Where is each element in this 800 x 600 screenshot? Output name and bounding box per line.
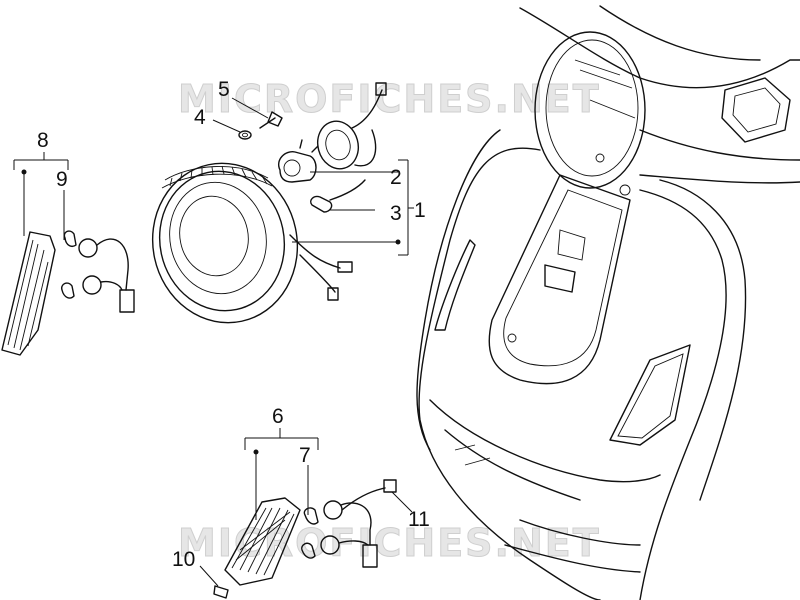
callout-1: 1 [414,199,426,222]
horn-disc [317,82,387,170]
watermark-top: MICROFICHES.NET [178,77,601,121]
callout-5: 5 [218,78,230,101]
screw [259,111,283,129]
callout-2: 2 [390,166,402,189]
callout-8: 8 [37,129,49,152]
callout-10: 10 [172,548,195,571]
left-indicator-lens [1,231,56,356]
callout-4: 4 [194,106,206,129]
callout-3: 3 [390,202,402,225]
callout-7: 7 [299,444,311,467]
watermark-bottom: MICROFICHES.NET [178,521,601,565]
headlight-bulb [278,139,319,183]
washer [238,130,252,140]
leader-lines [13,97,414,587]
parking-bulb [310,179,366,213]
callout-9: 9 [56,168,68,191]
left-indicator-bulbs [60,230,135,313]
screw-bottom [213,585,229,599]
callout-labels: 1 2 3 4 5 6 7 8 9 10 11 [37,78,430,571]
scooter-front-shield [416,5,800,600]
right-indicator-lens [224,497,301,586]
callout-6: 6 [272,405,284,428]
headlight-assembly [151,162,353,324]
callout-11: 11 [408,508,430,531]
right-indicator-bulbs [301,479,397,568]
